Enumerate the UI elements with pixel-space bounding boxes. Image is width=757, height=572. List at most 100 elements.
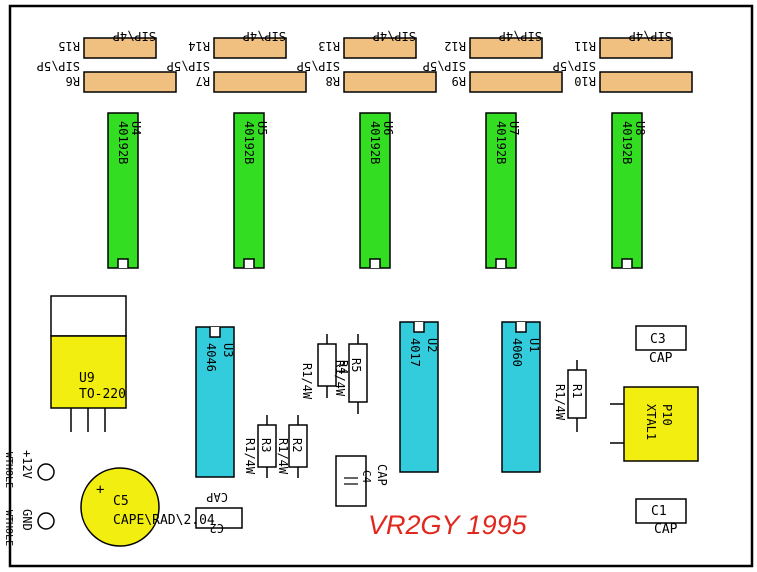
capacitor-ref: C2 [210, 521, 224, 535]
sip-resistor: R7 SIP\5P [167, 59, 307, 93]
resistor-ref: R4 [336, 360, 350, 374]
regulator-ref: U9 [79, 371, 95, 386]
ic-u4: U4 40192B [107, 112, 143, 269]
ic-body [233, 112, 265, 269]
sip-resistor: R11 SIP\4P [574, 29, 673, 59]
ic-u1: U1 4060 [501, 321, 541, 473]
sip-type: SIP\4P [113, 29, 156, 43]
power-label-gnd: GND [20, 509, 34, 531]
resistor-r4: R4 [317, 334, 350, 398]
capacitor-c2: CAP C2 [195, 490, 243, 535]
power-pad-label-gnd: WTHOLE [3, 510, 14, 546]
sip-ref: R8 [326, 74, 340, 88]
resistor-body [348, 343, 368, 403]
ic-part: 40192B [242, 121, 256, 164]
sip-body [599, 37, 673, 59]
ic-body [359, 112, 391, 269]
sip-type: SIP\4P [499, 29, 542, 43]
signature: VR2GY 1995 [368, 510, 528, 540]
sip-body [83, 37, 157, 59]
sip-resistor: R10 SIP\5P [553, 59, 693, 93]
sip-ref: R10 [574, 74, 596, 88]
cyan-ic-group: U3 4046 U2 4017 U1 4060 [195, 321, 541, 478]
sip-body [213, 71, 307, 93]
power-pad-gnd [37, 512, 55, 530]
capacitor-ref: C4 [360, 470, 373, 484]
ic-notch [369, 258, 381, 268]
resistor-ref: R1 [570, 384, 584, 398]
ic-ref: U3 [221, 343, 235, 357]
ic-notch [495, 258, 507, 268]
sip-ref: R11 [574, 39, 596, 53]
ic-part: 4060 [510, 338, 524, 367]
regulator-heatsink [50, 295, 127, 337]
sip-ref: R12 [444, 39, 466, 53]
regulator-u9: U9 TO-220 [50, 295, 127, 432]
ic-body [501, 321, 541, 473]
power-label-12v: +12V [20, 450, 34, 479]
crystal-p10: P10 XTAL1 [610, 386, 699, 462]
power-connector: +12V GND WTHOLE WTHOLE [3, 450, 55, 546]
ic-notch [243, 258, 255, 268]
ic-notch [117, 258, 129, 268]
ic-ref: U6 [381, 121, 395, 135]
sip-body [213, 37, 287, 59]
regulator-body [50, 335, 127, 409]
capacitor-ref: C3 [650, 332, 666, 347]
ic-u8: U8 40192B [611, 112, 647, 269]
sip-resistor: R9 SIP\5P [423, 59, 563, 93]
resistor-value: R1/4W [300, 363, 314, 400]
sip-ref: R14 [188, 39, 210, 53]
ic-u3: U3 4046 [195, 326, 235, 478]
ic-ref: U2 [425, 338, 439, 352]
crystal-type: XTAL1 [644, 404, 658, 440]
ic-body [195, 326, 235, 478]
ic-u5: U5 40192B [233, 112, 269, 269]
sip-body [469, 71, 563, 93]
sip-ref: R13 [318, 39, 340, 53]
sip-resistor: R15 SIP\4P [58, 29, 157, 59]
sip-resistor: R14 SIP\4P [188, 29, 287, 59]
power-pad-label-12v: WTHOLE [3, 452, 14, 488]
crystal-body [623, 386, 699, 462]
capacitor-body [195, 507, 243, 529]
resistor-r3: R3 R1/4W [243, 415, 277, 478]
ic-notch [209, 327, 221, 338]
ic-ref: U1 [527, 338, 541, 352]
sip-row-top: R15 SIP\4P R14 SIP\4P R13 SIP\4P R12 SIP… [58, 29, 673, 59]
sip-ref: R9 [452, 74, 466, 88]
sip-resistor: R13 SIP\4P [318, 29, 417, 59]
sip-resistor: R6 SIP\5P [37, 59, 177, 93]
capacitor-body [635, 498, 687, 524]
resistor-ref: R3 [259, 438, 273, 452]
capacitor-c3: C3 CAP [635, 325, 687, 366]
resistor-value: R1/4W [243, 438, 257, 475]
capacitor-polarity: + [96, 482, 104, 498]
resistor-value: R1/4W [553, 384, 567, 421]
capacitor-type: CAP [375, 464, 389, 486]
resistor-r4-value: R1/4W [300, 363, 314, 400]
sip-resistor: R12 SIP\4P [444, 29, 543, 59]
capacitor-body [80, 467, 160, 547]
ic-ref: U7 [507, 121, 521, 135]
ic-part: 40192B [116, 121, 130, 164]
ic-part: 4017 [408, 338, 422, 367]
ic-part: 40192B [620, 121, 634, 164]
capacitor-body [335, 455, 367, 507]
capacitor-body [635, 325, 687, 351]
ic-ref: U4 [129, 121, 143, 135]
sip-type: SIP\5P [423, 59, 466, 73]
sip-type: SIP\5P [297, 59, 340, 73]
sip-type: SIP\4P [629, 29, 672, 43]
capacitor-type: CAP [654, 522, 678, 537]
ic-part: 40192B [494, 121, 508, 164]
resistor-r1: R1 R1/4W [553, 360, 587, 432]
capacitor-c5: + C5 CAPE\RAD\2.04 [80, 467, 215, 547]
capacitor-ref: C1 [651, 504, 667, 519]
ic-part: 40192B [368, 121, 382, 164]
ic-notch [621, 258, 633, 268]
green-ic-row: U4 40192B U5 40192B U6 40192B U7 40192B … [107, 112, 647, 269]
ic-notch [515, 322, 527, 333]
power-pad-12v [37, 463, 55, 481]
resistor-ref: R5 [349, 358, 363, 372]
